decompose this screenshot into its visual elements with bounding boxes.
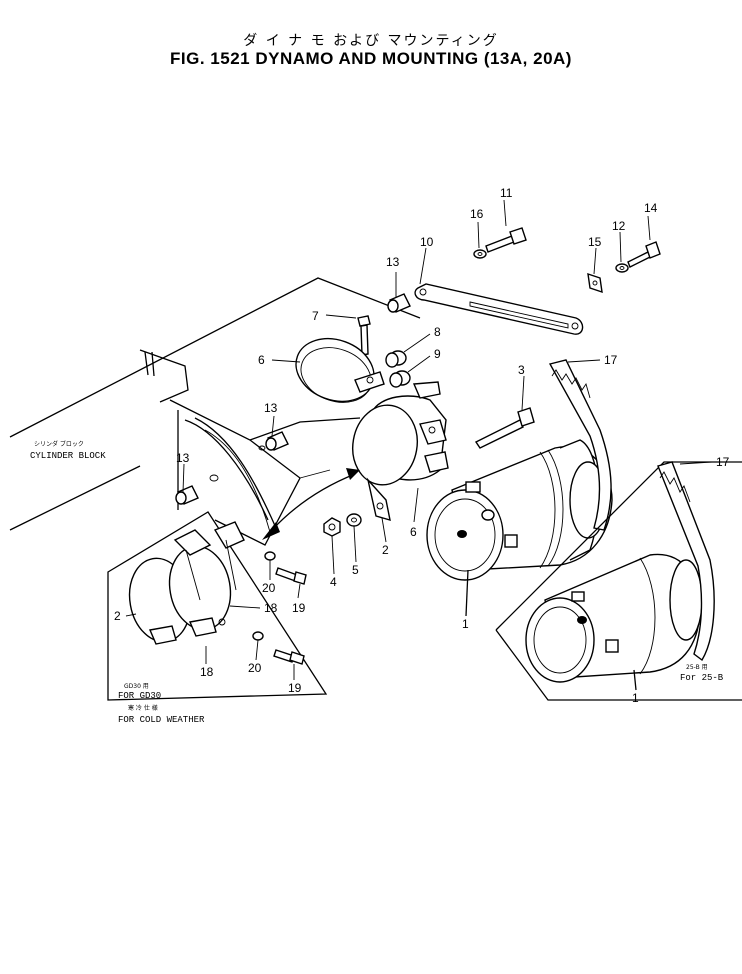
callout-17-main: 17 [604,353,618,367]
callout-6-upper: 6 [258,353,265,367]
washer-16 [473,249,487,259]
v-belt-17-alternate [657,461,715,662]
washer-12 [615,263,629,273]
callout-8: 8 [434,325,441,339]
gd30-label: FOR GD30 [118,691,161,701]
callout-16: 16 [470,207,484,221]
leader-lines [125,199,713,680]
washer-20-upper [264,551,276,561]
bolt-3 [474,407,535,449]
callout-2-inset: 2 [114,609,121,623]
cold-weather-label: FOR COLD WEATHER [118,715,205,725]
washer-5 [346,513,362,527]
nut-4 [323,517,341,537]
for-25b-label-jp: 25-B 用 [686,664,708,671]
callouts: 11 16 10 13 14 12 15 7 8 9 6 13 13 3 17 … [114,186,730,705]
callout-13-upper: 13 [386,255,400,269]
callout-20-upper: 20 [262,581,276,595]
callout-12: 12 [612,219,626,233]
callout-6-lower: 6 [410,525,417,539]
callout-19-lower: 19 [288,681,302,695]
bolt-11 [485,227,527,253]
bushing-13-upper [387,293,411,313]
callout-7: 7 [312,309,319,323]
callout-2-main: 2 [382,543,389,557]
bracket-2 [352,381,449,521]
pin-7 [357,315,371,356]
bolt-19-lower [273,649,305,665]
text-labels: シリンダ ブロック CYLINDER BLOCK GD30 用 FOR GD30… [30,440,724,725]
bushing-13-lower [175,485,199,505]
bolt-19-upper [275,567,307,585]
for-25b-inset [495,461,742,701]
callout-1-main: 1 [462,617,469,631]
callout-13-lower: 13 [176,451,190,465]
mounting-band-6-upper [295,337,385,403]
callout-17-alternate: 17 [716,455,730,469]
bolt-14 [627,241,661,268]
callout-10: 10 [420,235,434,249]
callout-3: 3 [518,363,525,377]
callout-1-alternate: 1 [632,691,639,705]
adjusting-strap [414,283,584,335]
callout-11: 11 [500,186,513,200]
gd30-label-jp: GD30 用 [124,683,149,690]
dynamo-1-main [426,439,613,617]
callout-14: 14 [644,201,658,215]
cold-weather-label-jp: 寒 冷 仕 様 [128,704,158,712]
washer-20-lower [252,631,264,641]
figure-title: FIG. 1521 DYNAMO AND MOUNTING (13A, 20A) [170,49,572,68]
v-belt-17-main [548,359,612,531]
cylinder-block-label-jp: シリンダ ブロック [34,440,84,448]
band-assembly-18 [128,521,245,645]
cylinder-block [9,277,421,546]
plate-15 [587,272,603,294]
dynamo-1-alternate [525,553,703,691]
callout-20-lower: 20 [248,661,262,675]
callout-13-middle: 13 [264,401,278,415]
callout-4: 4 [330,575,337,589]
callout-5: 5 [352,563,359,577]
callout-9: 9 [434,347,441,361]
bushing-13-middle [265,431,289,451]
callout-18-upper: 18 [264,601,278,615]
callout-19-upper: 19 [292,601,306,615]
collar-8 [385,350,407,368]
for-25b-label: For 25-B [680,673,724,683]
callout-18-lower: 18 [200,665,214,679]
cylinder-block-label: CYLINDER BLOCK [30,451,106,461]
callout-15: 15 [588,235,602,249]
collar-9 [389,370,411,388]
cold-weather-inset [107,511,328,701]
title-japanese: ダ イ ナ モ および マウンティング [243,33,499,49]
swap-arrow [262,468,360,540]
